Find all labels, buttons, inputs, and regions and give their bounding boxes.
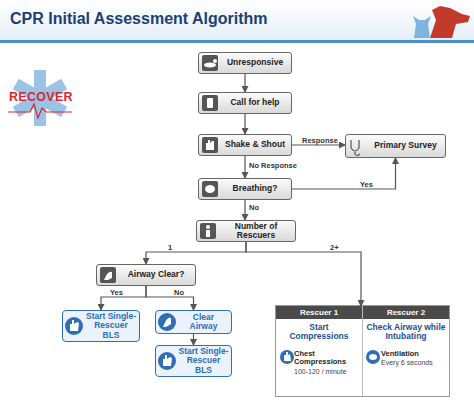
node-text: Breathing? [233,184,278,193]
rescuer-column: Rescuer 1 Start CompressionsChest Compres… [276,306,362,396]
edge-label: Response [302,136,338,145]
detail-title: Chest Compressions [294,350,360,367]
connector-arrow [244,74,245,92]
edge-label: 1 [168,243,172,252]
node-text: Clear Airway [178,313,229,332]
dog-silhouette [430,6,470,38]
process-box: Call for help [198,92,292,114]
connector-arrow [101,286,146,310]
connector-arrow [193,334,194,345]
edge-label: No Response [249,161,297,170]
process-box: Number of Rescuers [196,220,296,242]
node-text: Start Single-Rescuer BLS [178,347,229,375]
node-text: Unresponsive [227,58,283,67]
header-rule [0,40,474,43]
column-action: Start Compressions [279,323,359,342]
connector-arrow [292,158,396,189]
edge-label: Yes [110,288,123,297]
column-header: Rescuer 1 [276,306,362,319]
rescuer-panel [276,306,450,397]
column-detail: VentilationEvery 6 seconds [381,350,447,367]
connector-arrow [246,242,361,306]
edge-label: Yes [360,180,373,189]
cat-silhouette [413,16,431,38]
connector-arrow [244,114,245,134]
detail-text: 100-120 / minute [294,368,360,376]
detail-title: Ventilation [381,350,447,358]
connector-arrow [244,200,245,220]
edge-label: No [174,288,184,297]
detail-text: Every 6 seconds [381,359,447,367]
node-text: Call for help [230,98,279,107]
diagram-title: CPR Initial Assessment Algorithm [10,10,268,28]
action-box: Clear Airway [155,310,232,334]
logo-label: RECOVER [9,90,73,104]
connector-arrow [146,242,246,264]
edge-label: No [249,203,259,212]
column-header: Rescuer 2 [363,306,449,319]
edge-label: 2+ [330,243,339,252]
ecg-line [8,104,72,118]
action-box: Start Single-Rescuer BLS [155,345,232,377]
process-box: Unresponsive [198,52,292,74]
rescuer-column: Rescuer 2 Check Airway while IntubatingVe… [362,306,449,396]
node-text: Airway Clear? [128,270,185,279]
action-box: Start Single-Rescuer BLS [62,310,140,342]
column-detail: Chest Compressions100-120 / minute [294,350,360,375]
node-text: Primary Survey [374,141,436,150]
process-box: Shake & Shout [198,134,292,156]
node-text: Start Single-Rescuer BLS [85,312,137,340]
process-box: Breathing? [198,178,292,200]
connector-arrow [146,286,194,310]
process-box: Primary Survey [345,134,446,158]
node-text: Number of Rescuers [219,222,293,241]
column-action: Check Airway while Intubating [366,323,446,342]
connector-arrow [244,156,245,178]
process-box: Airway Clear? [96,264,196,286]
node-text: Shake & Shout [225,140,285,149]
